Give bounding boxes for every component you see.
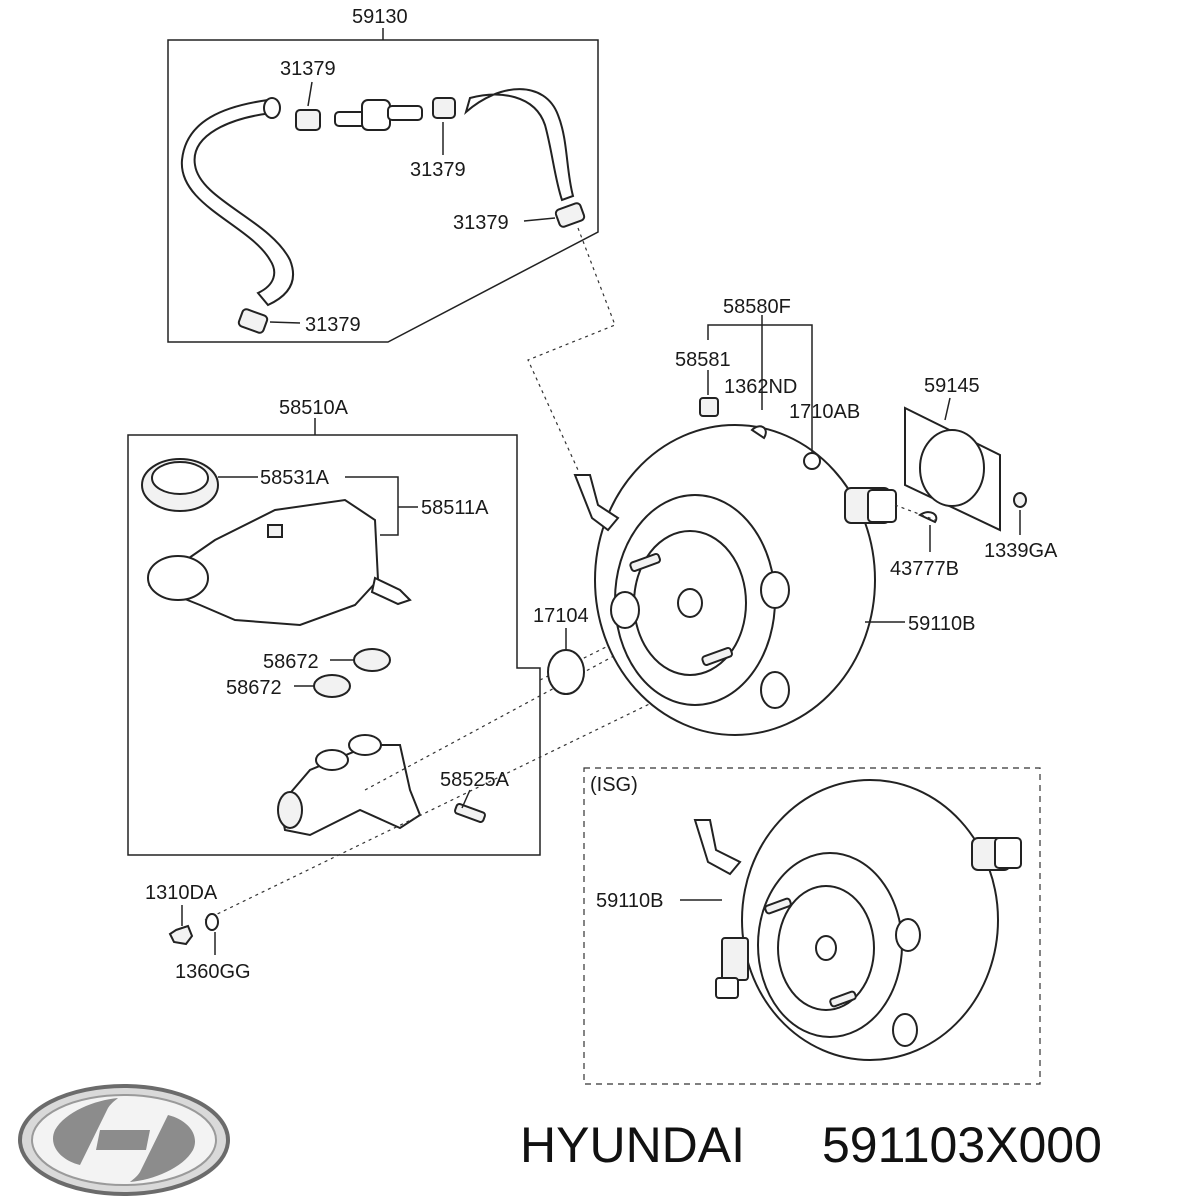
nut-1339GA — [1013, 492, 1027, 508]
part-number: 591103X000 — [822, 1117, 1102, 1173]
cylinder-port-1 — [348, 734, 382, 756]
right-hose — [464, 88, 575, 202]
reservoir-outlet — [370, 576, 412, 606]
brand-name: HYUNDAI — [520, 1117, 745, 1173]
label-59110B: 59110B — [908, 613, 975, 635]
label-59145: 59145 — [924, 375, 980, 397]
cylinder-body — [278, 744, 422, 837]
gasket-hole — [919, 429, 985, 507]
label-31379-c: 31379 — [453, 212, 509, 234]
label-58525A: 58525A — [440, 769, 510, 791]
isg-booster-center — [815, 935, 837, 961]
brake-booster-main — [573, 424, 905, 736]
isg-stud-2 — [829, 990, 857, 1008]
clamp-3 — [554, 202, 586, 228]
leader-31379-a — [307, 81, 313, 107]
label-1360GG: 1360GG — [175, 961, 251, 983]
isg-clevis — [994, 837, 1022, 869]
label-31379-b: 31379 — [410, 159, 466, 181]
isg-hole-2 — [892, 1013, 918, 1047]
hose-group-59130 — [167, 28, 599, 343]
label-58531A: 58531A — [260, 467, 330, 489]
label-1310DA: 1310DA — [145, 882, 218, 904]
hyundai-logo — [18, 1084, 230, 1196]
label-58580F: 58580F — [723, 296, 791, 318]
axis-line-lower — [204, 659, 741, 921]
booster-center — [677, 588, 703, 618]
grommet-1 — [353, 648, 391, 672]
isg-vacuum-nipple — [693, 819, 742, 876]
label-58581: 58581 — [675, 349, 731, 371]
reservoir-neck — [147, 555, 209, 601]
label-31379-d: 31379 — [305, 314, 361, 336]
isg-sensor-connector — [715, 977, 739, 999]
leader-58525A — [461, 789, 471, 809]
snap-pin — [750, 425, 767, 440]
label-58672-b: 58672 — [226, 677, 282, 699]
reservoir-cap-top — [151, 461, 209, 495]
master-cylinder-frame — [127, 434, 541, 856]
label-1362ND: 1362ND — [724, 376, 797, 398]
cylinder-bolt — [454, 803, 486, 823]
booster-vacuum-nipple — [573, 474, 620, 532]
washer-1710AB — [803, 452, 821, 470]
washer-1360GG — [205, 913, 219, 931]
reservoir-sensor — [267, 524, 283, 538]
isg-sensor — [721, 937, 749, 981]
o-ring-17104 — [547, 649, 585, 695]
isg-frame — [583, 767, 1041, 1085]
valve-nipple-left — [334, 111, 366, 127]
leader-59145 — [944, 397, 951, 421]
label-isg-59110B: 59110B — [596, 890, 663, 912]
label-1339GA: 1339GA — [984, 540, 1058, 562]
booster-stud-2 — [701, 646, 733, 666]
gasket-59145 — [894, 397, 1027, 552]
axis-line-mid — [364, 614, 691, 791]
isg-hole-1 — [895, 918, 921, 952]
label-58511A: 58511A — [421, 497, 489, 519]
isg-stud-1 — [764, 897, 792, 915]
leader-31379-d — [269, 321, 301, 324]
grommet-2 — [313, 674, 351, 698]
leader-31379-c — [523, 217, 556, 222]
left-hose — [180, 98, 295, 307]
pushrod-clevis — [867, 489, 897, 523]
cylinder-port-2 — [315, 749, 349, 771]
booster-stud-1 — [629, 552, 661, 572]
hose-group-frame — [167, 39, 599, 343]
label-58510A: 58510A — [279, 397, 349, 419]
left-hose-end — [263, 97, 281, 119]
isg-variant — [583, 767, 1041, 1085]
logo-h-left — [52, 1098, 118, 1165]
check-valve-body — [361, 99, 391, 131]
pin-kit-58580F — [699, 315, 821, 470]
cylinder-end — [277, 791, 303, 829]
clamp-2 — [432, 97, 456, 119]
label-43777B: 43777B — [890, 558, 959, 580]
clamp-1 — [295, 109, 321, 131]
hose-route-line — [527, 227, 616, 471]
logo-h-right — [130, 1115, 196, 1182]
fasteners-bottom — [168, 905, 219, 955]
label-17104: 17104 — [533, 605, 589, 627]
label-31379-a: 31379 — [280, 58, 336, 80]
label-1710AB: 1710AB — [789, 401, 860, 423]
label-isg: (ISG) — [590, 774, 638, 796]
master-cylinder-group — [127, 418, 541, 856]
label-58672-a: 58672 — [263, 651, 319, 673]
leader-58580F-bracket — [707, 324, 813, 455]
valve-nipple-right — [387, 105, 423, 121]
clamp-4 — [237, 308, 269, 334]
nut-1310DA — [168, 924, 194, 946]
booster-hole-2 — [760, 671, 790, 709]
booster-hole-3 — [610, 591, 640, 629]
logo-h-bar — [96, 1130, 150, 1150]
booster-hole-1 — [760, 571, 790, 609]
clip-axis — [894, 504, 936, 521]
leader-58511A — [345, 476, 418, 536]
clevis-pin — [699, 397, 719, 417]
label-59130: 59130 — [352, 6, 408, 28]
